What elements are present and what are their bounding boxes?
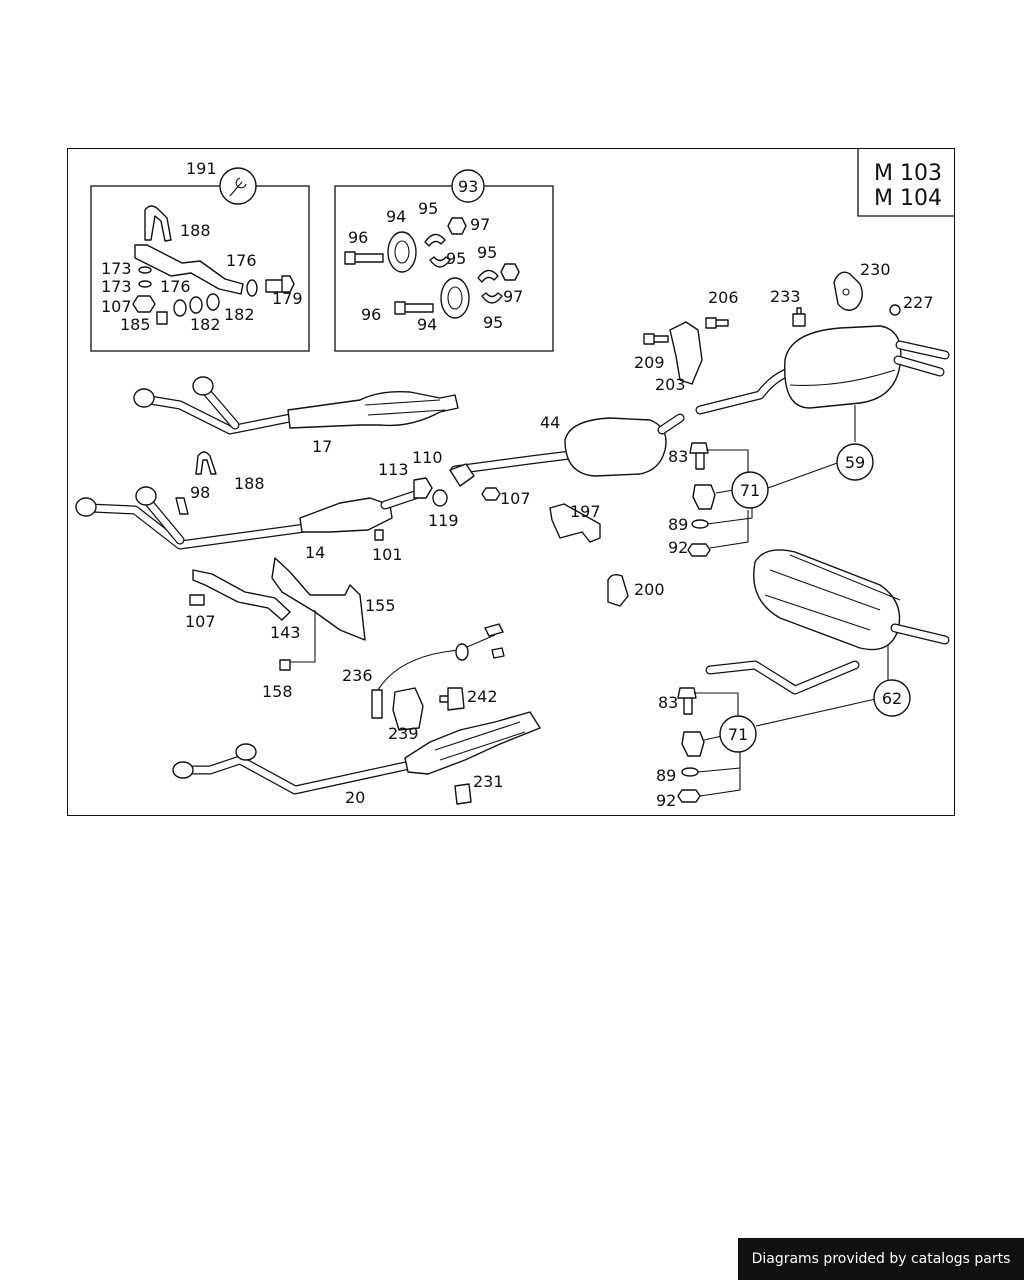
clamp-set-lower: [677, 687, 881, 803]
rear-muffler: [784, 325, 902, 409]
front-pipe-14: [75, 451, 501, 550]
label-95: 95: [446, 249, 466, 268]
label-182: 182: [224, 305, 255, 324]
label-98: 98: [190, 483, 210, 502]
label-107: 107: [500, 489, 531, 508]
label-95: 95: [483, 313, 503, 332]
label-182: 182: [190, 315, 221, 334]
label-94: 94: [417, 315, 437, 334]
svg-text:59: 59: [845, 453, 865, 472]
engine-designation-box: M 103 M 104: [857, 148, 955, 217]
label-107: 107: [101, 297, 132, 316]
hanger-188: [144, 205, 172, 242]
label-143: 143: [270, 623, 301, 642]
label-231: 231: [473, 772, 504, 791]
label-89: 89: [656, 766, 676, 785]
label-101: 101: [372, 545, 403, 564]
engine-code-1: M 103: [874, 161, 942, 186]
engine-code-2: M 104: [874, 186, 942, 211]
label-113: 113: [378, 460, 409, 479]
label-230: 230: [860, 260, 891, 279]
label-188: 188: [180, 221, 211, 240]
label-173: 173: [101, 259, 132, 278]
label-94: 94: [386, 207, 406, 226]
brackets: [189, 557, 366, 671]
connector-239: [392, 687, 424, 731]
label-185: 185: [120, 315, 151, 334]
label-92: 92: [668, 538, 688, 557]
label-233: 233: [770, 287, 801, 306]
label-176: 176: [160, 277, 191, 296]
label-92: 92: [656, 791, 676, 810]
label-179: 179: [272, 289, 303, 308]
rear-silencer-lower: [549, 503, 950, 695]
rear-silencer-upper: [643, 271, 950, 415]
label-227: 227: [903, 293, 934, 312]
label-158: 158: [262, 682, 293, 701]
label-17: 17: [312, 437, 332, 456]
label-44: 44: [540, 413, 560, 432]
label-206: 206: [708, 288, 739, 307]
svg-text:71: 71: [740, 481, 760, 500]
plug-242: [439, 687, 465, 711]
kit-93: 93: [334, 169, 554, 352]
callout-71-upper: 71: [731, 471, 769, 509]
callout-62: 62: [873, 679, 911, 717]
oxygen-sensor: [371, 623, 505, 731]
hanger-197: [549, 503, 601, 543]
catalytic-converter-20: [172, 711, 541, 805]
label-242: 242: [467, 687, 498, 706]
label-89: 89: [668, 515, 688, 534]
label-95: 95: [418, 199, 438, 218]
label-203: 203: [655, 375, 686, 394]
bracket-203: [669, 321, 703, 385]
label-95: 95: [477, 243, 497, 262]
footer-credit: Diagrams provided by catalogs parts: [738, 1238, 1024, 1280]
badge-93: 93: [458, 177, 478, 196]
label-14: 14: [305, 543, 325, 562]
label-155: 155: [365, 596, 396, 615]
kit-191: 191: [90, 159, 310, 352]
label-173: 173: [101, 277, 132, 296]
bolt-96: [344, 251, 384, 265]
label-176: 176: [226, 251, 257, 270]
label-239: 239: [388, 724, 419, 743]
label-200: 200: [634, 580, 665, 599]
callout-71-lower: 71: [719, 715, 757, 753]
svg-text:62: 62: [882, 689, 902, 708]
label-236: 236: [342, 666, 373, 685]
callout-59: 59: [836, 443, 874, 481]
label-96: 96: [348, 228, 368, 247]
label-83: 83: [668, 447, 688, 466]
clamp-set-upper: [687, 442, 841, 557]
catalytic-converter-17: [133, 376, 459, 435]
mount-200: [607, 573, 629, 607]
label-83: 83: [658, 693, 678, 712]
label-97: 97: [470, 215, 490, 234]
label-188: 188: [234, 474, 265, 493]
part-labels: 188 176 173 173 176 179 107 185 182 182 …: [101, 199, 934, 810]
rubber-mount-230: [833, 271, 863, 311]
label-110: 110: [412, 448, 443, 467]
label-209: 209: [634, 353, 665, 372]
label-119: 119: [428, 511, 459, 530]
spacer-233: [792, 307, 806, 327]
mount-231: [454, 783, 472, 805]
center-muffler-44: [450, 413, 685, 477]
badge-191: 191: [186, 159, 217, 178]
label-197: 197: [570, 502, 601, 521]
label-96: 96: [361, 305, 381, 324]
svg-text:71: 71: [728, 725, 748, 744]
diagram-frame: [67, 148, 955, 816]
bracket-176: [134, 244, 244, 295]
label-97: 97: [503, 287, 523, 306]
label-20: 20: [345, 788, 365, 807]
label-107: 107: [185, 612, 216, 631]
